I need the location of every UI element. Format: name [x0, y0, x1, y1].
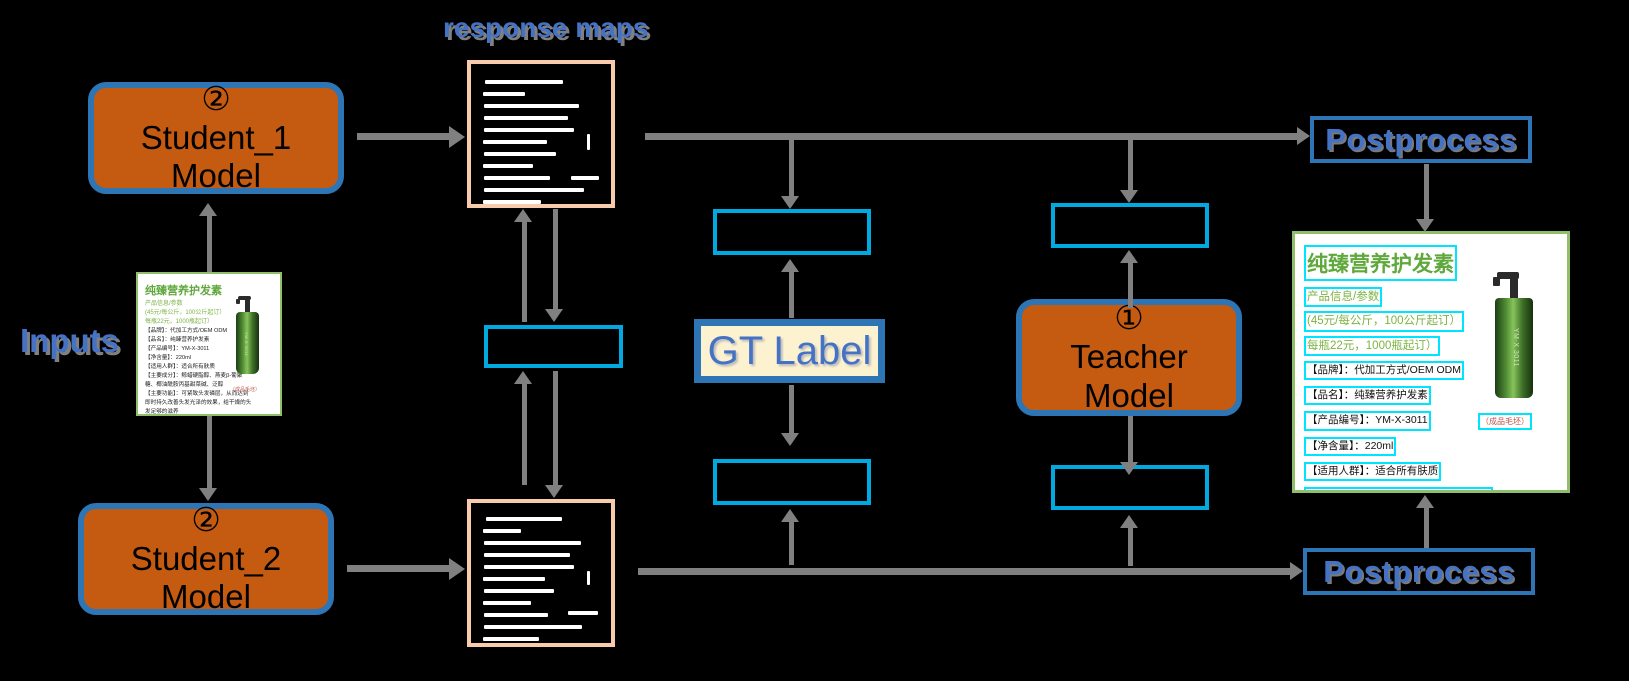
arrow-respmap-bottom-to-cyanbox — [553, 371, 558, 485]
input-card-row: 【适用人群】：适合所有肤质 — [145, 364, 215, 371]
output-card-text-line: 【主要成分】：鲸蜡硬脂醇、燕麦β-葡聚 — [1304, 486, 1493, 490]
inputs-label: Inputs — [20, 322, 119, 359]
gt-label-block[interactable]: GT Label — [694, 319, 885, 383]
input-card-price-1: 每瓶22元，1000瓶起订） — [145, 319, 214, 325]
arrowhead-down-icon — [781, 433, 799, 446]
output-card-green-line: 每瓶22元，1000瓶起订） — [1303, 335, 1441, 357]
arrow-respmap-bottom-to-postprocess — [638, 568, 1295, 575]
arrow-teacher-to-loss-bottom-right — [1128, 416, 1133, 462]
arrowhead-down-icon — [1120, 462, 1138, 475]
arrow-student2-to-respmap — [347, 565, 449, 572]
arrow-teacher-to-loss-top-right — [1128, 261, 1133, 308]
arrowhead-down-icon — [545, 485, 563, 498]
input-card-row: 【净含量】：220ml — [145, 355, 191, 362]
cyan-box-loss-top-left[interactable] — [713, 209, 871, 255]
arrowhead-right-icon — [1290, 562, 1303, 580]
student1-line2: Model — [171, 157, 261, 195]
arrow-bus-to-loss-top-left — [789, 136, 794, 196]
output-card-text-line: 【净含量】：220ml — [1303, 436, 1397, 456]
gt-label-text: GT Label — [707, 328, 872, 373]
input-card-row: 即时持久改善头发光泽的效果，给干燥的头 — [145, 400, 252, 407]
arrowhead-up-icon — [1120, 250, 1138, 263]
output-card-text-line: 【品名】：纯臻营养护发素 — [1304, 386, 1431, 406]
teacher-line2: Model — [1084, 376, 1174, 414]
arrowhead-down-icon — [781, 196, 799, 209]
response-maps-label: response maps — [443, 12, 649, 43]
input-bottle-image: YM-X 3011 — [226, 296, 270, 388]
input-bottle-label: YM-X 3011 — [244, 332, 249, 357]
output-bottle-label: YM-X 3011 — [1512, 328, 1519, 367]
arrowhead-up-icon — [781, 509, 799, 522]
arrow-postprocess-bottom-to-output — [1424, 506, 1429, 548]
arrowhead-up-icon — [1416, 495, 1434, 508]
arrow-postprocess-top-to-output — [1424, 164, 1429, 219]
student2-line1: ② Student_2 — [130, 500, 282, 577]
arrow-gt-to-loss-top — [789, 270, 794, 318]
arrow-bus-to-loss-top-right — [1128, 136, 1133, 190]
cyan-box-loss-top-right[interactable] — [1051, 203, 1209, 248]
input-card-title: 纯臻营养护发素 — [145, 285, 222, 297]
student2-model-block[interactable]: ② Student_2 Model — [78, 500, 334, 616]
input-card-row: 【品名】：纯臻营养护发素 — [145, 337, 210, 344]
output-card-title: 纯臻营养护发素 — [1304, 245, 1457, 281]
output-card-green-line: (45元/每公斤，100公斤起订） — [1303, 311, 1465, 332]
arrow-gt-to-loss-bottom — [789, 385, 794, 433]
cyan-box-loss-bottom-left[interactable] — [713, 459, 871, 505]
output-product-card: 纯臻营养护发素 产品信息/参数 (45元/每公斤，100公斤起订） 每瓶22元，… — [1292, 231, 1570, 493]
response-map-top — [467, 60, 615, 208]
arrow-respmap-top-to-cyanbox — [553, 209, 558, 309]
arrowhead-right-icon — [449, 558, 465, 580]
input-card-row: 【品牌】：代加工方式/OEM ODM — [145, 328, 228, 334]
output-card-text-line: 【品牌】：代加工方式/OEM ODM — [1304, 361, 1464, 381]
output-card-caption: （成品毛坯） — [1478, 413, 1532, 430]
input-card-price-0: (45元/每公斤，100公斤起订） — [145, 310, 226, 316]
postprocess-bottom-text: Postprocess — [1323, 553, 1515, 589]
input-card-row: 糖、椰油酰胺丙基甜菜碱、泛醇 — [145, 382, 224, 389]
teacher-line1: ① Teacher — [1070, 299, 1188, 376]
input-card-caption: （成品毛坯） — [230, 387, 261, 393]
output-card-text-line: 【产品编号】：YM-X-3011 — [1304, 411, 1431, 431]
input-product-card: 纯臻营养护发素 产品信息/参数 (45元/每公斤，100公斤起订） 每瓶22元，… — [136, 272, 282, 416]
student1-model-block[interactable]: ② Student_1 Model — [88, 79, 344, 195]
output-bottle-image: YM-X 3011 — [1479, 272, 1551, 417]
teacher-model-block[interactable]: ① Teacher Model — [1016, 299, 1242, 416]
arrow-student1-to-respmap — [357, 133, 449, 140]
arrowhead-right-icon — [1297, 127, 1310, 145]
arrow-bus-to-loss-bottom-left — [789, 520, 794, 565]
arrow-respmap-top-to-postprocess — [645, 133, 1302, 140]
output-card-text-line: 【适用人群】：适合所有肤质 — [1303, 461, 1442, 481]
output-card-green-line: 产品信息/参数 — [1303, 286, 1383, 308]
arrowhead-down-icon — [545, 309, 563, 322]
arrowhead-up-icon — [514, 371, 532, 384]
arrowhead-up-icon — [1120, 515, 1138, 528]
arrow-cyanbox-to-respmap-bottom — [522, 382, 527, 485]
postprocess-bottom-block[interactable]: Postprocess — [1303, 548, 1535, 595]
student2-line2: Model — [161, 578, 251, 616]
response-map-bottom — [467, 499, 615, 647]
arrow-input-to-student1 — [207, 214, 212, 272]
input-card-row: 【主要功能】：可紧致头发磷层，从而达到 — [145, 391, 249, 398]
input-card-row: 【主要成分】：鲸蜡硬脂醇、燕麦β-葡聚 — [145, 373, 243, 380]
arrowhead-right-icon — [449, 126, 465, 148]
arrow-cyanbox-to-respmap-top — [522, 220, 527, 322]
arrowhead-up-icon — [514, 209, 532, 222]
arrow-input-to-student2 — [207, 416, 212, 488]
arrowhead-up-icon — [199, 203, 217, 216]
arrowhead-up-icon — [781, 259, 799, 272]
arrow-bus-to-loss-bottom-right — [1128, 526, 1133, 566]
cyan-box-student-feature[interactable] — [484, 325, 623, 368]
student1-line1: ② Student_1 — [140, 79, 292, 156]
input-card-subtitle: 产品信息/参数 — [145, 301, 183, 307]
arrowhead-down-icon — [1120, 190, 1138, 203]
input-card-row: 【产品编号】：YM-X-3011 — [145, 346, 210, 353]
arrowhead-down-icon — [1416, 219, 1434, 232]
input-card-row: 发足够的滋养 — [145, 409, 179, 416]
postprocess-top-block[interactable]: Postprocess — [1310, 116, 1532, 163]
arrowhead-down-icon — [199, 488, 217, 501]
postprocess-top-text: Postprocess — [1325, 121, 1517, 157]
